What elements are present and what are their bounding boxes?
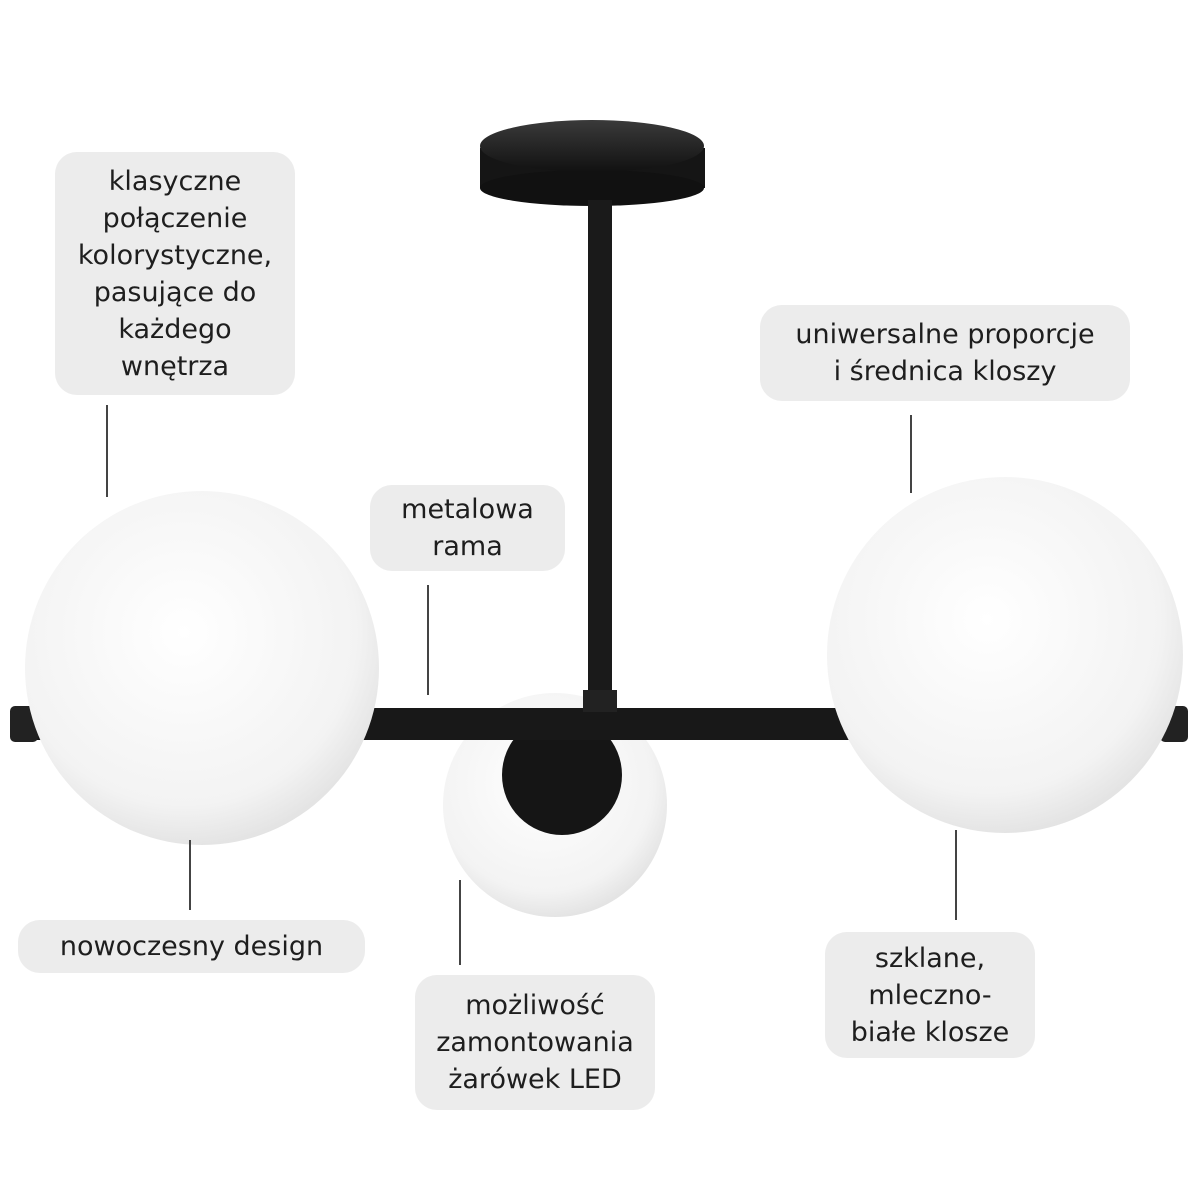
- text-line: kolorystyczne,: [77, 239, 273, 271]
- text-line: metalowa: [401, 494, 534, 525]
- text-line: mleczno-: [868, 979, 992, 1011]
- feature-led-bulbs: możliwość zamontowania żarówek LED: [415, 975, 655, 1110]
- leader-line: [910, 415, 912, 493]
- text-line: możliwość: [465, 990, 605, 1021]
- text-line: rama: [432, 531, 503, 562]
- text-line: żarówek LED: [448, 1064, 622, 1095]
- feature-proportions: uniwersalne proporcje i średnica kloszy: [760, 305, 1130, 401]
- bar-end-left: [10, 706, 38, 742]
- leader-line: [106, 405, 108, 497]
- text-line: klasyczne: [108, 165, 242, 197]
- middle-socket-cup: [502, 715, 622, 835]
- feature-metal-frame: metalowa rama: [370, 485, 565, 571]
- leader-line: [459, 880, 461, 965]
- text-line: każdego: [118, 313, 232, 345]
- text-line: szklane,: [874, 942, 986, 974]
- text-line: uniwersalne proporcje: [795, 319, 1095, 350]
- text-line: wnętrza: [120, 350, 230, 382]
- leader-line: [955, 830, 957, 920]
- globe-left: [25, 491, 379, 845]
- feature-color-combination: klasyczne połączenie kolorystyczne, pasu…: [55, 152, 295, 395]
- text-line: połączenie: [102, 202, 248, 234]
- text-line: zamontowania: [436, 1027, 634, 1058]
- ceiling-canopy: [480, 120, 705, 206]
- text-line: pasujące do: [93, 276, 257, 308]
- feature-modern-design: nowoczesny design: [18, 920, 365, 973]
- leader-line: [189, 840, 191, 910]
- vertical-rod: [588, 200, 612, 705]
- text-line: i średnica kloszy: [833, 356, 1057, 387]
- feature-glass-shades: szklane, mleczno- białe klosze: [825, 932, 1035, 1058]
- leader-line: [427, 585, 429, 695]
- text-line: nowoczesny design: [59, 931, 324, 962]
- text-line: białe klosze: [850, 1016, 1010, 1048]
- globe-right: [827, 477, 1183, 833]
